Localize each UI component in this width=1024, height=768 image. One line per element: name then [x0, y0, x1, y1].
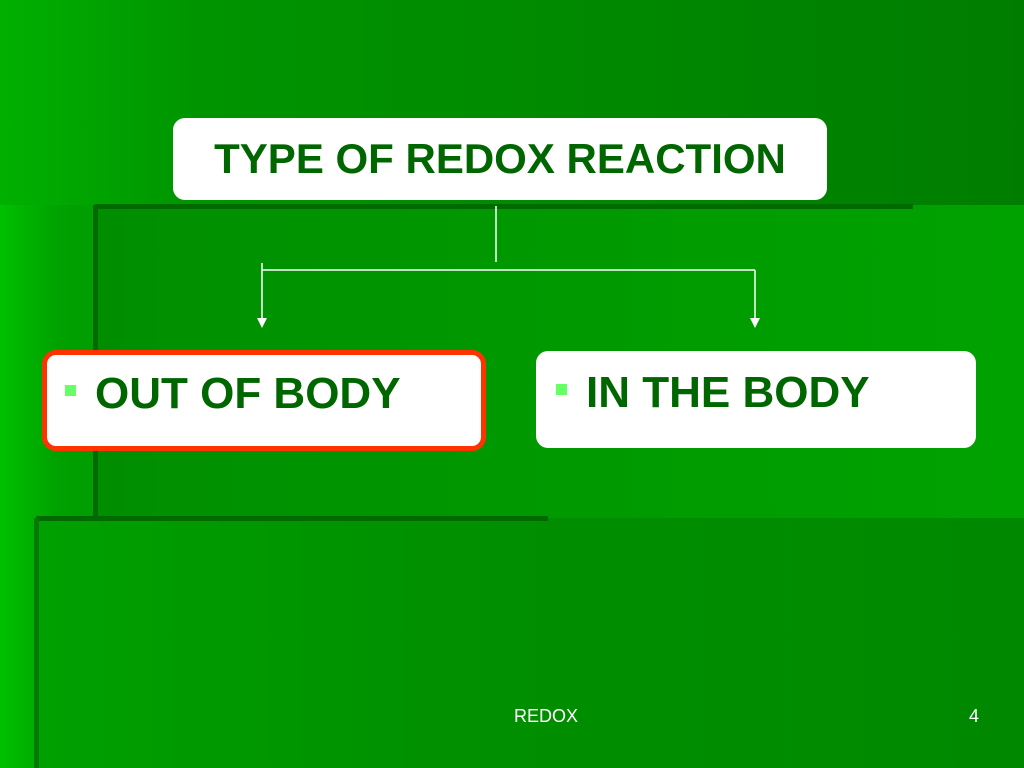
title-box: TYPE OF REDOX REACTION	[173, 118, 827, 200]
square-bullet-icon	[65, 384, 76, 396]
branch-box-in-the-body: IN THE BODY	[536, 351, 976, 448]
branch-item: OUT OF BODY	[65, 366, 401, 422]
footer-title: REDOX	[513, 706, 578, 726]
square-bullet-icon	[556, 383, 567, 395]
branch-item: IN THE BODY	[556, 365, 870, 421]
diagram-title: TYPE OF REDOX REACTION	[214, 135, 786, 182]
branch-box-out-of-body: OUT OF BODY	[42, 350, 486, 451]
background-panel-lower	[36, 518, 1024, 768]
page-number: 4	[968, 706, 979, 726]
panel-shadow-line	[36, 516, 548, 521]
panel-shadow-line	[34, 518, 39, 768]
branch-label: OUT OF BODY	[95, 369, 401, 418]
panel-shadow-line	[95, 204, 913, 209]
branch-label: IN THE BODY	[586, 368, 870, 417]
